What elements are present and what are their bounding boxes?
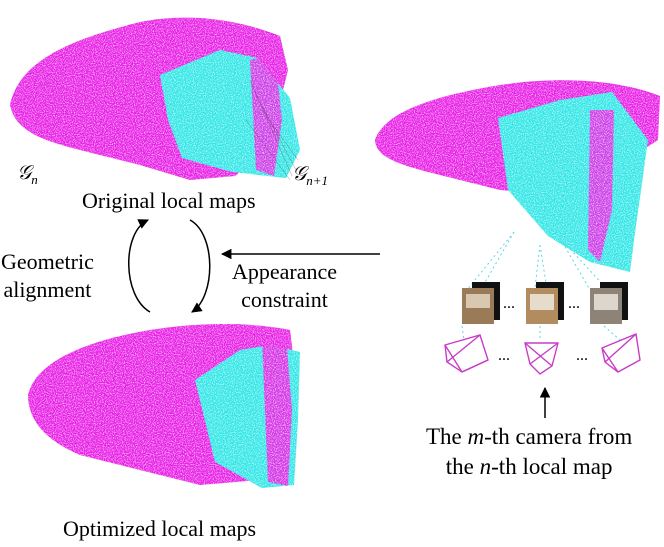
camera-image-2 (526, 282, 564, 324)
gn-symbol: 𝒢 (17, 162, 32, 184)
original-local-maps-pointcloud (10, 17, 300, 180)
original-local-maps-title: Original local maps (82, 188, 256, 213)
projection-lines (461, 231, 621, 341)
map-n-overlay-optimized (262, 336, 292, 486)
loop-arrow-left (128, 219, 151, 313)
camera-image-1 (462, 282, 500, 324)
ellipsis-images-1: ... (503, 295, 515, 312)
geometric-line-2: alignment (3, 276, 92, 302)
camera-image-3 (590, 282, 628, 324)
camera-caption: The m-th camera from the n-th local map (426, 422, 632, 482)
camera-frustums (444, 333, 641, 375)
map-n-overlay-right (588, 110, 614, 262)
ellipsis-cameras-1: ... (498, 347, 510, 364)
geometric-alignment-label: Geometric alignment (1, 248, 94, 303)
appearance-line-2: constraint (241, 286, 328, 312)
correspondence-lines (245, 79, 299, 181)
loop-arrow-right (189, 219, 211, 313)
combined-map-pointcloud (375, 80, 660, 272)
camera-caption-line-1: The m-th camera from (426, 424, 633, 449)
gn1-label: 𝒢n+1 (292, 164, 328, 187)
camera-caption-line-2: the n-th local map (445, 453, 613, 479)
gn1-subscript: n+1 (306, 173, 329, 188)
optimized-local-maps-pointcloud (28, 324, 300, 488)
appearance-line-1: Appearance (232, 259, 338, 284)
ellipsis-images-2: ... (568, 295, 580, 312)
optimized-local-maps-title: Optimized local maps (63, 516, 257, 541)
camera-frustum-2 (524, 342, 559, 375)
camera-frustum-1 (444, 334, 489, 373)
camera-frustum-3 (601, 333, 641, 373)
appearance-constraint-label: Appearance constraint (232, 258, 337, 313)
gn-subscript: n (31, 172, 38, 187)
map-n1-cloud-right (498, 92, 648, 272)
gn1-symbol: 𝒢 (292, 163, 307, 185)
ellipsis-cameras-2: ... (576, 347, 588, 364)
geometric-line-1: Geometric (1, 249, 94, 274)
gn-label: 𝒢n (17, 163, 38, 186)
